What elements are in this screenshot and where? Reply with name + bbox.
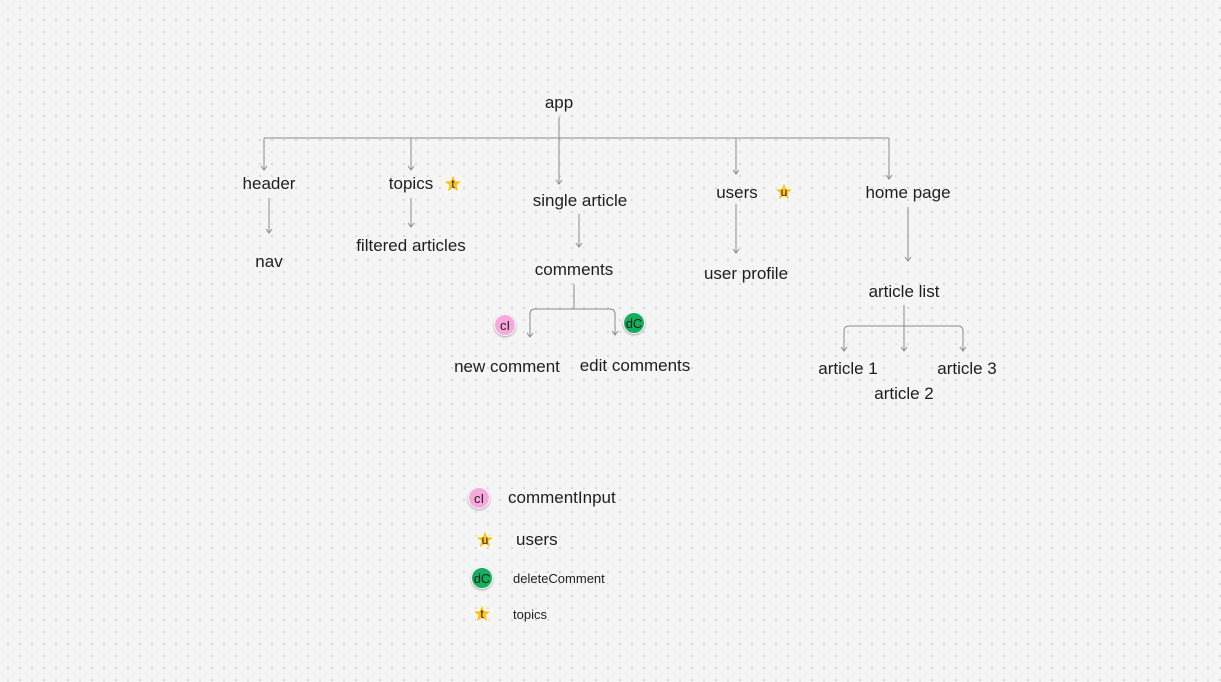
node-single-article[interactable]: single article [532,191,628,210]
star-shape [442,173,464,194]
comment-input-stamp-text: cI [499,317,511,333]
topics-star-stamp-icon[interactable]: t [442,173,464,195]
legend-label-users[interactable]: users [516,530,558,549]
node-new-comment[interactable]: new comment [454,357,560,376]
legend-topics-stamp-text: t [480,606,484,621]
star-shape [471,603,493,624]
node-home-page[interactable]: home page [865,183,951,202]
node-article-2[interactable]: article 2 [874,384,934,403]
legend-topics-star-icon[interactable]: t [471,603,493,625]
node-edit-comments[interactable]: edit comments [579,356,691,375]
legend-label-delete-comment[interactable]: deleteComment [513,571,605,586]
users-stamp-text: u [780,184,788,199]
arrow-heads [260,165,967,352]
node-header[interactable]: header [242,174,296,193]
legend-delete-comment-stamp-text: dC [473,570,491,586]
users-star-stamp-icon[interactable]: u [773,181,795,203]
delete-comment-stamp-icon[interactable]: dC [623,312,645,334]
connector-comments-bus [529,308,616,336]
node-app[interactable]: app [544,93,574,112]
node-filtered-articles[interactable]: filtered articles [356,236,466,255]
topics-stamp-text: t [451,176,455,191]
legend-comment-input-stamp-text: cI [473,490,485,506]
legend-users-star-icon[interactable]: u [474,529,496,551]
node-nav[interactable]: nav [255,252,283,271]
legend-delete-comment-icon[interactable]: dC [471,567,493,589]
delete-comment-stamp-text: dC [625,315,643,331]
node-users[interactable]: users [716,183,758,202]
legend-label-topics[interactable]: topics [513,607,547,622]
legend-users-stamp-text: u [481,532,489,547]
comment-input-stamp-icon[interactable]: cI [494,314,516,336]
node-article-1[interactable]: article 1 [818,359,878,378]
star-shape [773,181,795,202]
connector-article-list-bus [843,325,964,350]
node-topics[interactable]: topics [388,174,434,193]
node-article-3[interactable]: article 3 [937,359,997,378]
legend-label-comment-input[interactable]: commentInput [508,488,616,507]
legend-comment-input-icon[interactable]: cI [468,487,490,509]
node-comments[interactable]: comments [534,260,614,279]
star-shape [474,529,496,550]
node-user-profile[interactable]: user profile [703,264,789,283]
node-article-list[interactable]: article list [868,282,940,301]
